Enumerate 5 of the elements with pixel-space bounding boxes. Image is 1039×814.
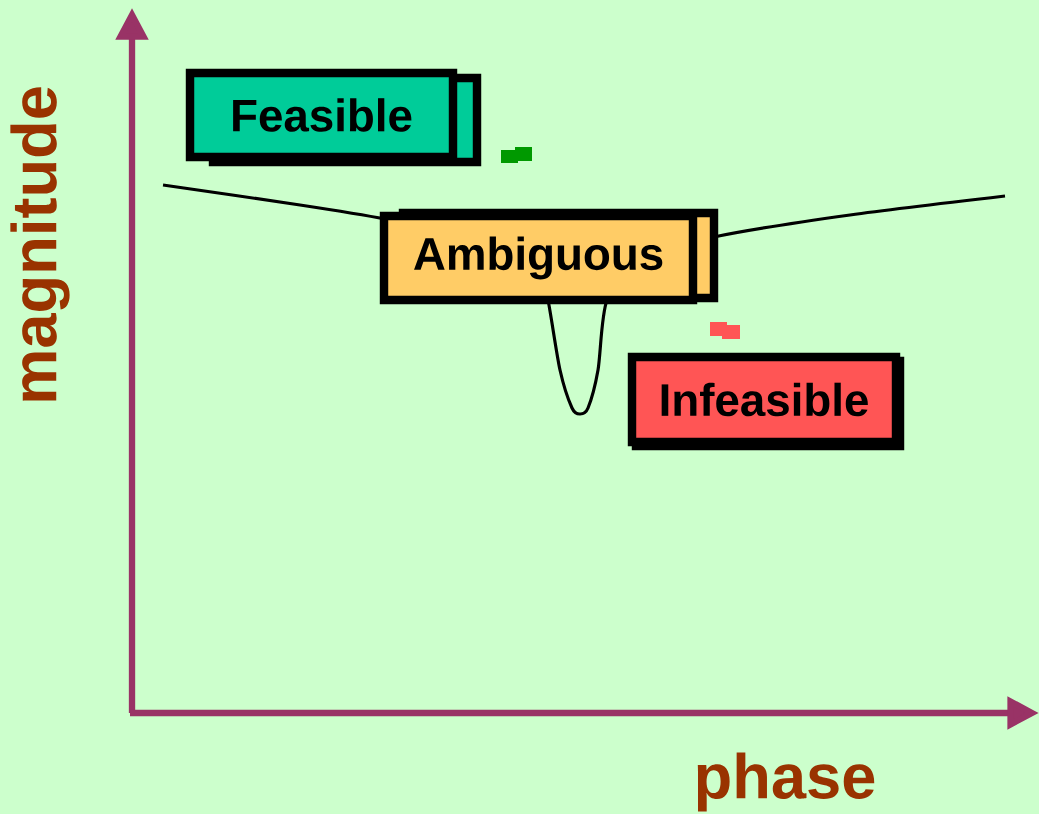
state-box: Feasible	[185, 68, 482, 167]
axis-title: magnitude	[10, 87, 70, 401]
axis-title: phase	[697, 752, 875, 812]
state-box: Ambiguous	[379, 208, 719, 305]
state-box: Infeasible	[627, 352, 905, 451]
